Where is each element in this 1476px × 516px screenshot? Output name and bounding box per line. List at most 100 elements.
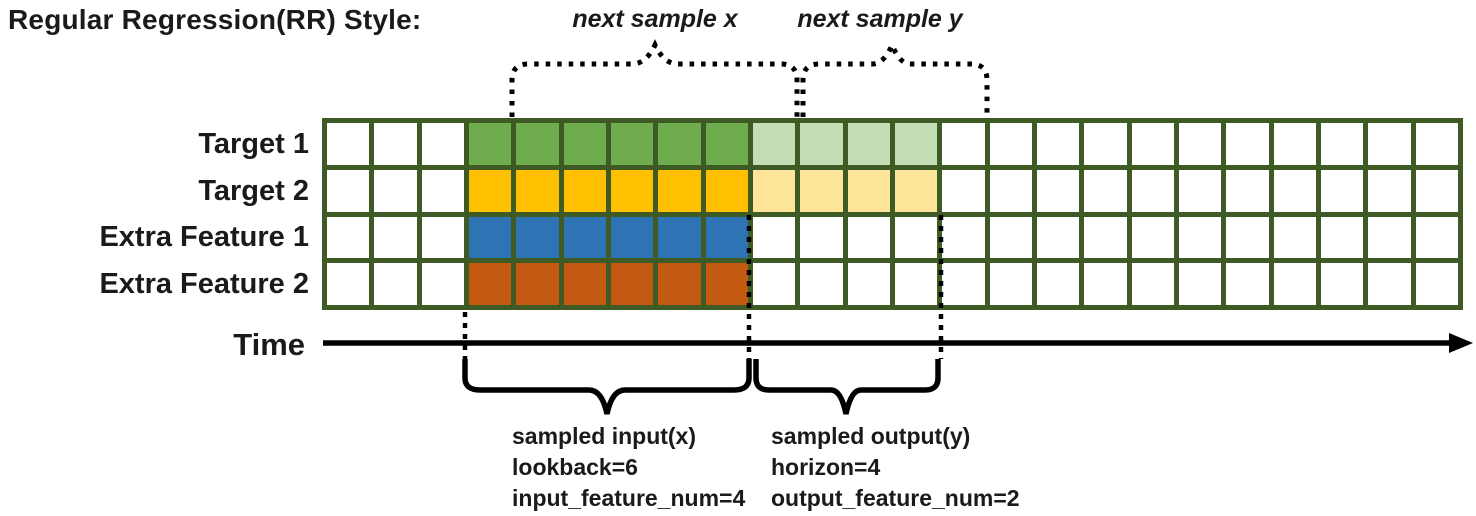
grid-cell <box>705 216 748 259</box>
lookback-line: lookback=6 <box>512 454 638 480</box>
grid-cell <box>516 216 559 259</box>
grid-cell <box>1178 216 1222 259</box>
sampled-input-annotation: sampled input(x) lookback=6 input_featur… <box>512 421 745 514</box>
grid-cell <box>989 123 1032 165</box>
grid-cell <box>1084 169 1127 212</box>
grid-cell <box>942 263 985 305</box>
grid-cell <box>1131 263 1174 305</box>
grid-cell <box>942 169 985 212</box>
grid-cell <box>847 216 890 259</box>
grid-cell <box>374 216 417 259</box>
grid-cell <box>374 263 417 305</box>
grid-cell <box>1273 123 1316 165</box>
grid-cell <box>894 263 938 305</box>
grid-cell <box>421 169 464 212</box>
grid-cell <box>942 216 985 259</box>
grid-cell <box>327 123 370 165</box>
grid-cell <box>563 123 606 165</box>
grid-cell <box>752 123 796 165</box>
row-label-extra-feature-2: Extra Feature 2 <box>99 268 309 300</box>
grid-cell <box>1320 216 1364 259</box>
grid-cell <box>1415 169 1458 212</box>
grid-cell <box>1131 169 1174 212</box>
grid-cell <box>658 263 701 305</box>
grid-cell <box>942 123 985 165</box>
grid-cell <box>516 169 559 212</box>
grid-cell <box>1320 169 1364 212</box>
row-label-extra-feature-1: Extra Feature 1 <box>99 221 309 253</box>
grid-cell <box>468 169 512 212</box>
grid-cell <box>1320 263 1364 305</box>
grid-cell <box>1036 169 1080 212</box>
grid-cell <box>421 216 464 259</box>
sampled-output-annotation: sampled output(y) horizon=4 output_featu… <box>771 421 1020 514</box>
grid-cell <box>894 169 938 212</box>
grid-cell <box>1178 263 1222 305</box>
grid-cell <box>1368 263 1411 305</box>
grid-cell <box>468 263 512 305</box>
grid-cell <box>610 263 654 305</box>
grid-cell <box>374 169 417 212</box>
grid-cell <box>1415 216 1458 259</box>
grid-cell <box>989 216 1032 259</box>
grid-cell <box>1273 169 1316 212</box>
grid-cell <box>1131 216 1174 259</box>
time-axis-label: Time <box>233 327 305 362</box>
output-feature-num-line: output_feature_num=2 <box>771 485 1020 511</box>
grid-cell <box>1226 263 1269 305</box>
grid-cell <box>1036 263 1080 305</box>
grid-cell <box>752 169 796 212</box>
grid-cell <box>563 216 606 259</box>
next-sample-x-brace <box>509 39 800 117</box>
grid-cell <box>1036 123 1080 165</box>
sampled-input-line: sampled input(x) <box>512 423 697 449</box>
row-label-target-2: Target 2 <box>198 175 309 207</box>
grid-cell <box>1084 123 1127 165</box>
grid-cell <box>374 123 417 165</box>
grid-cell <box>610 216 654 259</box>
next-sample-y-brace <box>800 38 990 117</box>
grid-cell <box>610 123 654 165</box>
grid-cell <box>1226 123 1269 165</box>
grid-cell <box>563 263 606 305</box>
grid-cell <box>1415 123 1458 165</box>
input-feature-num-line: input_feature_num=4 <box>512 485 746 511</box>
grid-cell <box>658 216 701 259</box>
grid-cell <box>516 263 559 305</box>
grid-cell <box>1273 216 1316 259</box>
grid-cell <box>847 263 890 305</box>
grid-cell <box>1131 123 1174 165</box>
grid-cell <box>705 263 748 305</box>
grid-cell <box>1320 123 1364 165</box>
next-sample-x-label: next sample x <box>572 5 738 33</box>
grid-cell <box>658 169 701 212</box>
time-arrow-head <box>1449 333 1473 353</box>
grid-cell <box>800 123 843 165</box>
grid-cell <box>752 216 796 259</box>
grid-cell <box>327 263 370 305</box>
sampled-input-brace <box>462 359 752 415</box>
grid-cell <box>563 169 606 212</box>
grid-cell <box>894 216 938 259</box>
grid-cell <box>705 169 748 212</box>
grid-cell <box>800 216 843 259</box>
grid-cell <box>1368 123 1411 165</box>
grid-cell <box>327 169 370 212</box>
grid-cell <box>1415 263 1458 305</box>
grid-cell <box>1178 169 1222 212</box>
grid-cell <box>800 169 843 212</box>
grid-cell <box>705 123 748 165</box>
grid-cell <box>468 216 512 259</box>
grid-cell <box>468 123 512 165</box>
grid-cell <box>894 123 938 165</box>
grid-cell <box>658 123 701 165</box>
grid-cell <box>847 123 890 165</box>
grid-cell <box>421 123 464 165</box>
grid-cell <box>1178 123 1222 165</box>
grid-cell <box>516 123 559 165</box>
next-sample-y-label: next sample y <box>797 5 963 33</box>
horizon-line: horizon=4 <box>771 454 881 480</box>
grid-cell <box>989 263 1032 305</box>
grid-cell <box>1368 169 1411 212</box>
grid-cell <box>800 263 843 305</box>
